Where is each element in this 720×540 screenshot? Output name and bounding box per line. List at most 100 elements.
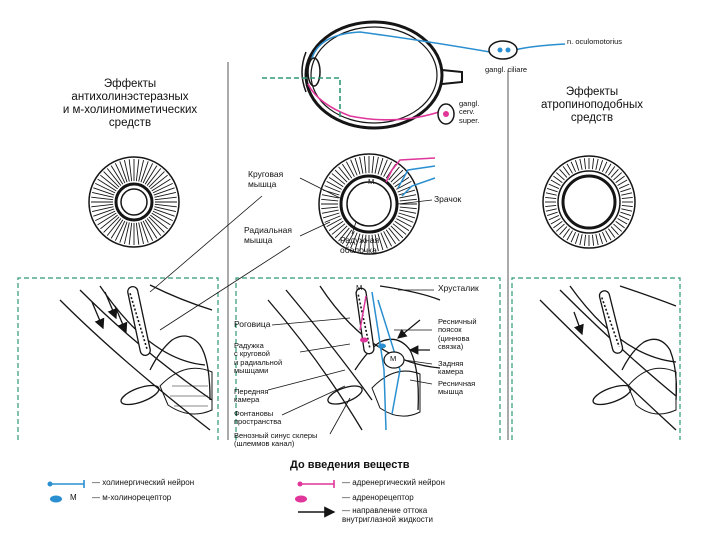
iris-spoke xyxy=(385,229,397,245)
iris-spoke xyxy=(608,228,616,238)
iris-spoke xyxy=(547,211,558,217)
iris-spoke xyxy=(602,161,608,173)
iris-spoke xyxy=(146,168,162,186)
ciliary-ganglion-icon xyxy=(488,40,518,60)
section-center-leader-lines xyxy=(267,289,434,435)
iris-spoke xyxy=(110,165,124,185)
anterior-chamber-label: Передняя камера xyxy=(234,387,269,405)
iris-spoke xyxy=(138,159,145,182)
iris-muscles-label: Радужка с круговой и радиальной мышцами xyxy=(234,341,283,376)
iris-spoke xyxy=(350,159,358,176)
iris-spoke xyxy=(331,173,346,185)
iris-spoke xyxy=(592,158,595,170)
iris-spoke xyxy=(618,215,630,221)
cervical-ganglion-icon xyxy=(437,103,455,125)
section-center-drawing xyxy=(267,285,441,431)
iris-spoke xyxy=(93,187,115,196)
iris-spoke xyxy=(321,198,339,202)
iris-spoke xyxy=(399,209,417,214)
legend-symbols xyxy=(47,480,336,518)
iris-spoke xyxy=(354,157,361,175)
ciliary-ganglion-label: gangl. ciliare xyxy=(485,65,528,74)
m-receptor-symbol xyxy=(50,495,62,503)
iris-spoke xyxy=(128,159,133,182)
iris-spoke xyxy=(583,158,586,170)
iris-spoke xyxy=(144,219,158,239)
iris-spoke xyxy=(377,233,384,251)
iris-spoke xyxy=(621,208,633,212)
iris-left-drawing xyxy=(88,156,180,248)
iris-spoke xyxy=(338,166,350,181)
iris-spoke xyxy=(359,156,364,174)
legend-adrenergic-neuron: — адренергический нейрон xyxy=(342,478,445,487)
iris-spoke xyxy=(566,163,573,174)
iris-spoke xyxy=(97,212,117,226)
iris-spoke xyxy=(334,225,348,239)
iris-spoke xyxy=(150,174,168,190)
iris-spoke xyxy=(574,233,580,244)
iris-spoke xyxy=(103,216,120,233)
iris-spoke xyxy=(106,218,122,236)
legend-m-receptor: — м-холинорецептор xyxy=(92,493,172,502)
iris-spoke xyxy=(123,159,130,182)
iris-spoke xyxy=(396,218,412,228)
iris-spoke xyxy=(146,218,162,236)
iris-spoke xyxy=(398,212,416,219)
iris-spoke xyxy=(559,169,568,178)
iris-spoke xyxy=(338,227,350,242)
iris-spoke xyxy=(91,196,114,201)
legend-adrenoreceptor: — адренорецептор xyxy=(342,493,414,502)
lens-label: Хрусталик xyxy=(438,283,479,293)
section-m-mid-label: М xyxy=(390,354,397,363)
iris-spoke xyxy=(153,187,175,196)
iris-spoke xyxy=(140,161,149,183)
iris-spoke xyxy=(399,194,417,199)
iris-spoke xyxy=(374,234,379,252)
iris-spoke xyxy=(617,179,628,186)
iris-spoke xyxy=(341,163,353,179)
iris-spoke xyxy=(152,182,173,194)
iris-spoke xyxy=(103,171,120,188)
iris-spoke xyxy=(114,163,126,184)
iris-spoke xyxy=(618,183,630,189)
iris-spoke xyxy=(383,161,393,177)
oculomotor-nerve-label: n. oculomotorius xyxy=(567,37,623,46)
iris-spoke xyxy=(595,234,599,246)
iris-spoke xyxy=(608,166,616,176)
iris-spoke xyxy=(547,187,558,193)
iris-spoke xyxy=(151,212,171,226)
iris-spoke xyxy=(610,169,619,178)
iris-spoke xyxy=(322,212,340,219)
iris-spoke xyxy=(106,168,122,186)
iris-spoke xyxy=(153,208,175,217)
iris-spoke xyxy=(605,230,612,241)
iris-spoke xyxy=(550,179,561,186)
outflow-arrows-left xyxy=(91,291,128,334)
lens-edge-right xyxy=(598,290,624,354)
iris-spoke xyxy=(91,203,114,208)
iris-spoke xyxy=(545,192,557,196)
iris-spoke xyxy=(154,191,177,198)
iris-spoke xyxy=(553,175,563,183)
right-panel-title: Эффекты атропиноподобных средств xyxy=(540,86,644,124)
iris-spoke xyxy=(621,192,633,196)
iris-spoke xyxy=(354,233,361,251)
iris-spoke xyxy=(574,160,580,171)
iris-spoke xyxy=(392,223,407,235)
iris-spoke xyxy=(383,231,393,247)
ciliary-muscle-label: Ресничная мышца xyxy=(438,379,476,397)
iris-m-receptor-label: М xyxy=(368,177,375,186)
cross-panel-leaders xyxy=(149,195,291,331)
iris-spoke xyxy=(119,221,128,243)
lens-edge-left xyxy=(127,286,151,356)
adrenoreceptor-symbol xyxy=(295,495,307,503)
iris-spoke xyxy=(321,209,339,214)
iris-spoke xyxy=(321,194,339,199)
iris-spoke xyxy=(602,231,608,243)
iris-spoke xyxy=(556,223,565,232)
iris-spoke xyxy=(324,185,341,193)
adrenergic-neuron-symbol xyxy=(297,480,335,488)
cervical-ganglion-label: gangl. cerv. super. xyxy=(459,99,480,125)
iris-spoke xyxy=(148,171,165,188)
iris-spoke xyxy=(595,158,599,170)
